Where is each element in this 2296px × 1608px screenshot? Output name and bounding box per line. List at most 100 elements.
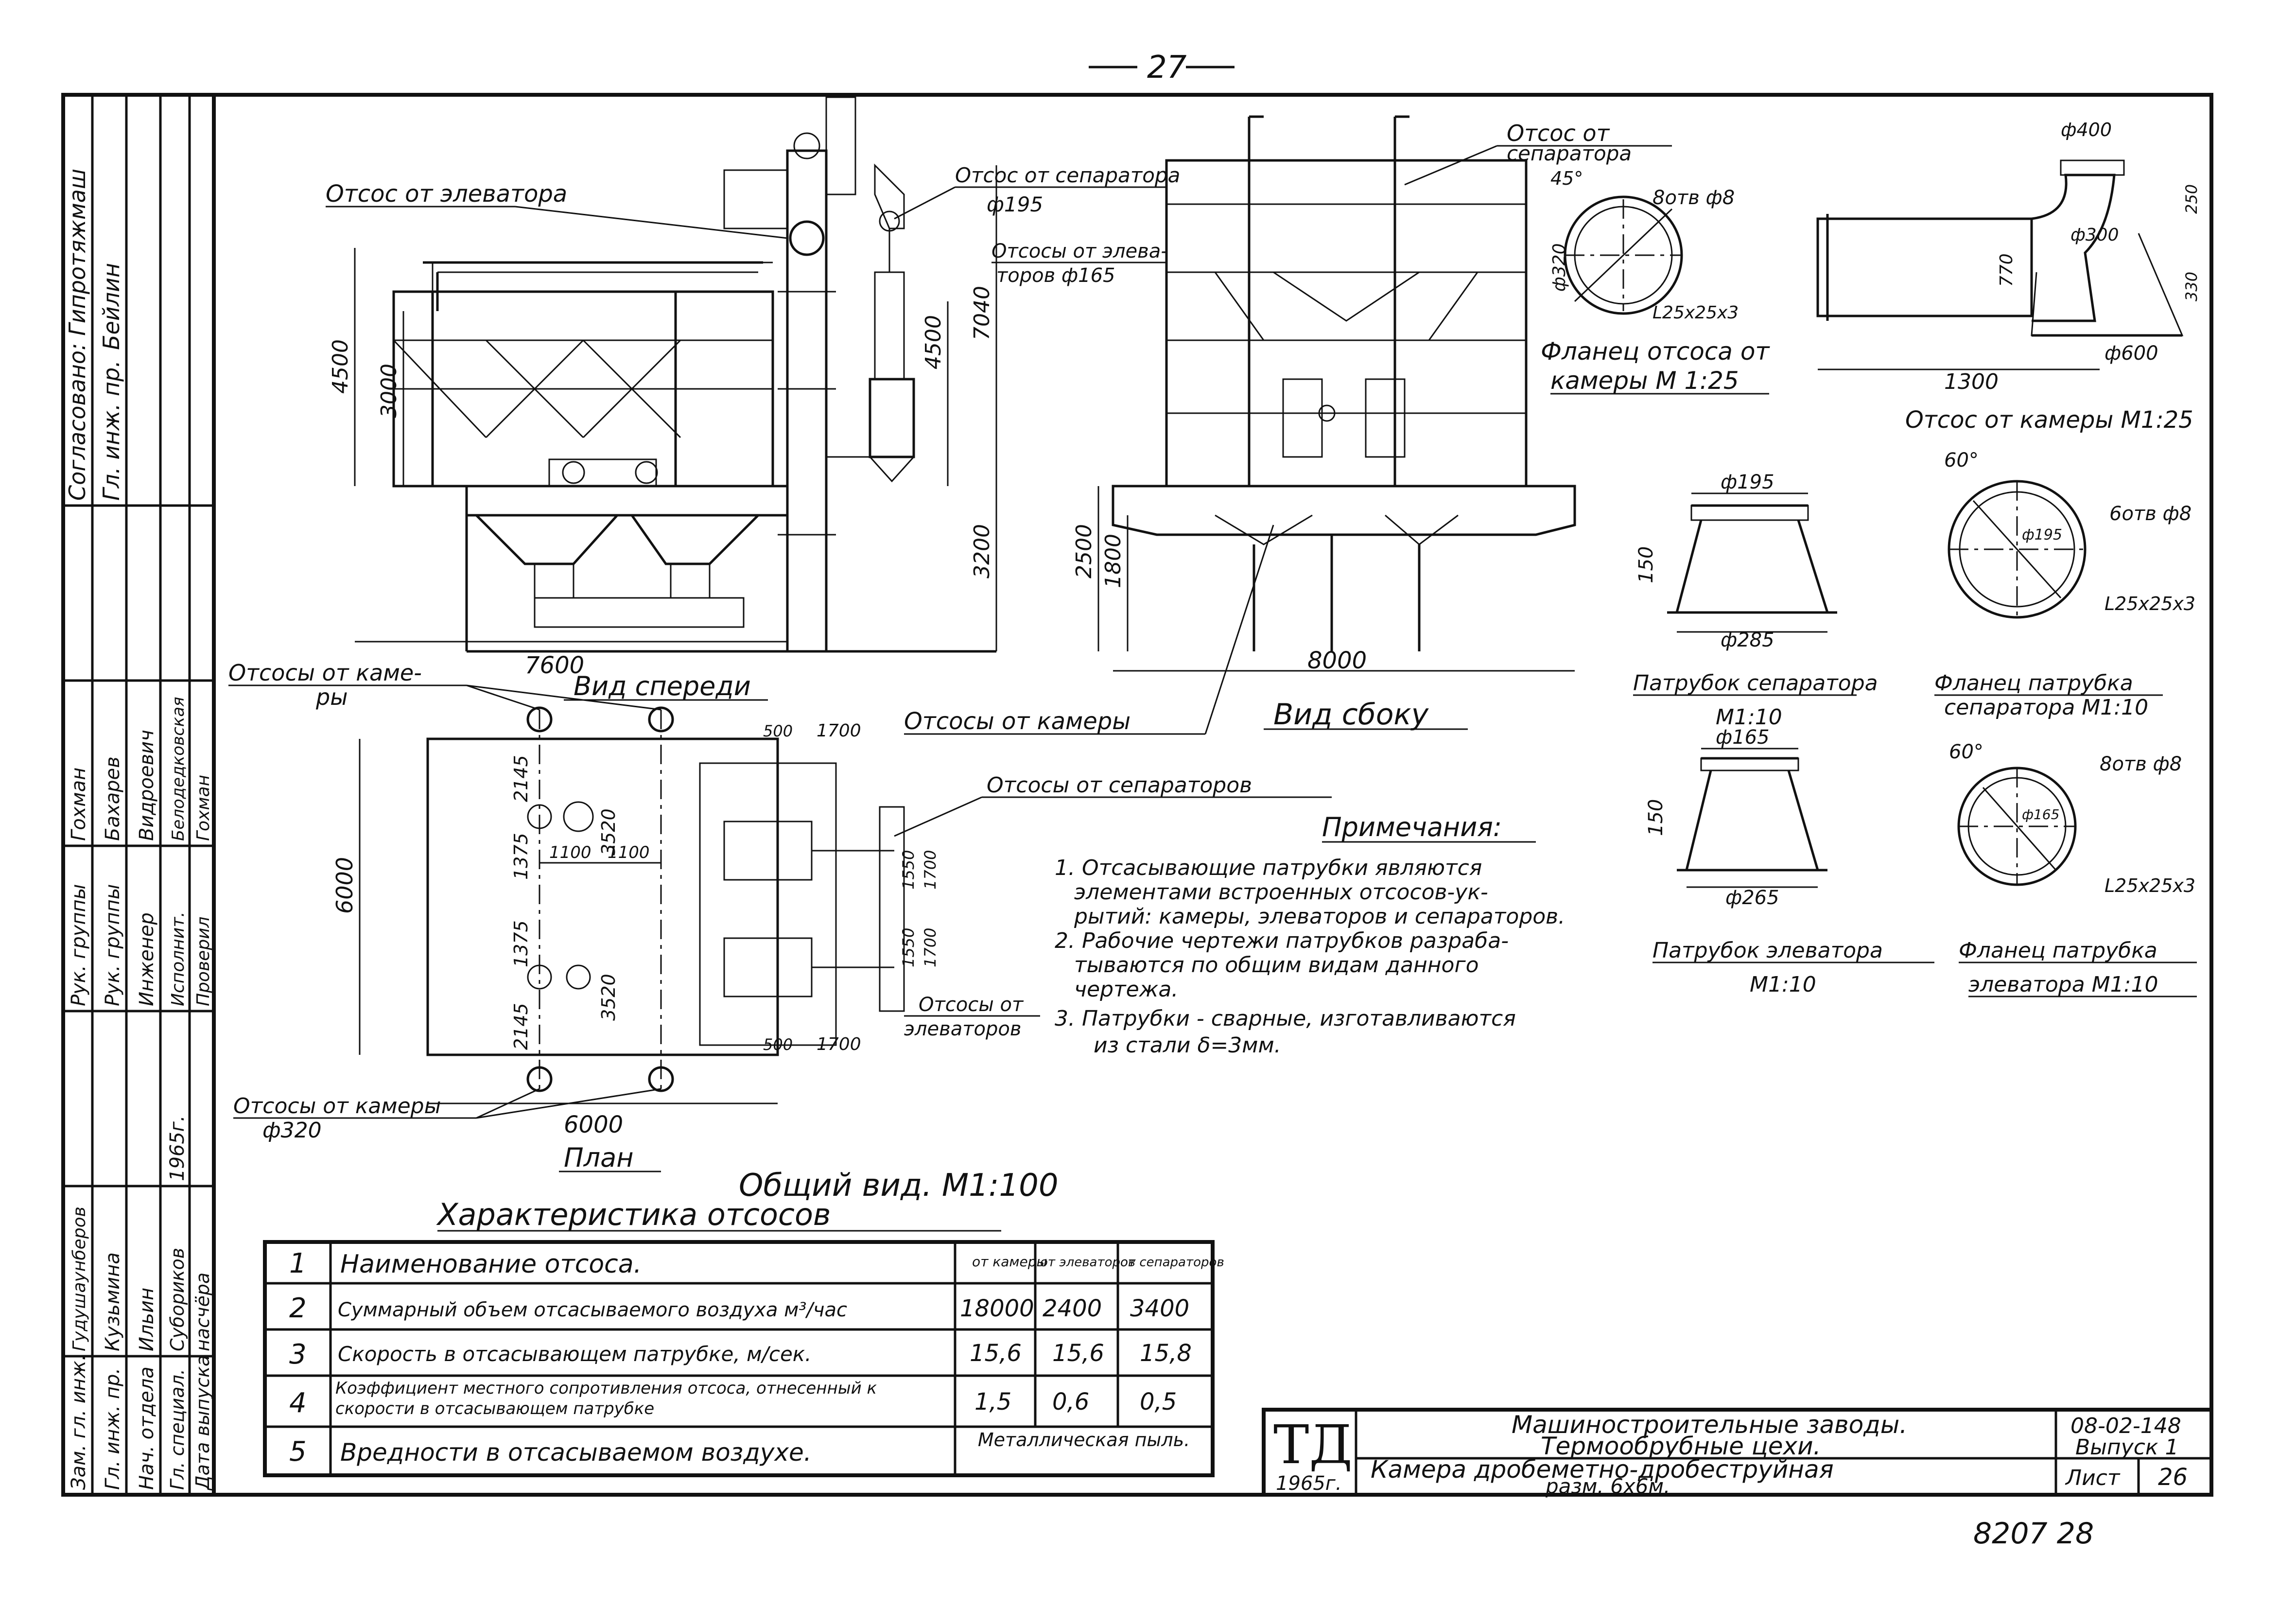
label-elevator-exhausts: Отсосы от элева-: [991, 240, 1168, 262]
page-number: 27: [1147, 50, 1187, 86]
side-chamber-frame: [1165, 159, 1528, 488]
stamp-row-name-1: Гудушаунберов: [70, 1206, 89, 1351]
side-view: Отсос от сепаратора Отсосы от камеры 250…: [904, 115, 1672, 735]
label-elevator-exhausts-2: торов ф165: [996, 264, 1115, 287]
elevator-pipe-title-1: Патрубок элеватора: [1652, 938, 1883, 963]
detail-flange-chamber: 45° 8отв ф8 ф320 L25x25x3 Фланец отсоса …: [1541, 168, 1770, 395]
title-block-org-2: Термообрубные цехи.: [1541, 1432, 1821, 1460]
dim-plan-500-b: 500: [763, 1035, 793, 1054]
elevator-flange-dia: ф165: [2022, 806, 2059, 822]
table-row-1-name: Наименование отсоса.: [340, 1250, 642, 1279]
label-plan-separators: Отсосы от сепараторов: [987, 773, 1252, 798]
dim-side-1800: 1800: [1101, 534, 1126, 588]
dim-plan-6000-h: 6000: [564, 1111, 623, 1138]
note-line-3: рытий: камеры, элеваторов и сепараторов.: [1074, 904, 1565, 929]
dim-plan-2145-b: 2145: [510, 1003, 532, 1050]
stamp-mid-name-4: Белодедковская: [169, 697, 188, 841]
separator-flange-title-2: сепаратора М1:10: [1944, 695, 2148, 720]
stamp-chief-name: Бейлин: [98, 263, 124, 350]
side-stamp: Согласовано: Гипротяжмаш Гл. инж. пр. Бе…: [63, 95, 214, 1496]
label-plan-chamber-top-1: Отсосы от каме-: [228, 660, 422, 686]
dim-front-7040: 7040: [970, 286, 994, 340]
detail-elevator-pipe: ф165 ф265 150 Патрубок элеватора М1:10: [1645, 726, 1934, 997]
label-side-separator-2: сепаратора: [1507, 141, 1632, 165]
table-row-5-name: Вредности в отсасываемом воздухе.: [340, 1438, 812, 1467]
separator-pipe-title-2: М1:10: [1716, 705, 1782, 730]
bottom-number: 8207 28: [1973, 1517, 2094, 1551]
exhaust-characteristics-table: Характеристика отсосов от камеры от элев…: [263, 1197, 1224, 1477]
elevator-pipe-height: 150: [1645, 799, 1667, 836]
stamp-agreed: Согласовано: Гипротяжмаш: [64, 169, 90, 501]
front-view: Отсос от элеватора Отсос от сепаратора ф…: [326, 96, 1180, 701]
stamp-row-role-5: Дата выпуска: [192, 1355, 213, 1491]
label-separator-exhaust: Отсос от сепаратора: [955, 163, 1180, 187]
dim-plan-6000-v: 6000: [331, 857, 358, 914]
table-row-3-v2: 15,6: [1052, 1340, 1104, 1367]
stamp-row-role-2: Гл. инж. пр.: [102, 1368, 124, 1490]
table-row-4-v1: 1,5: [974, 1388, 1011, 1416]
stamp-mid-role-4: Исполнит.: [168, 911, 188, 1006]
flange-chamber-angle: 45°: [1550, 168, 1583, 189]
table-row-3-name: Скорость в отсасывающем патрубке, м/сек.: [338, 1342, 812, 1366]
chamber-exhaust-h1: 250: [2182, 184, 2201, 214]
note-line-4: 2. Рабочие чертежи патрубков разраба-: [1055, 928, 1509, 953]
dim-plan-1375-a: 1375: [510, 833, 532, 880]
table-row-3-v3: 15,8: [1140, 1340, 1192, 1367]
separator-flange-title-1: Фланец патрубка: [1934, 671, 2133, 696]
title-general-view: Общий вид. М1:100: [739, 1168, 1059, 1204]
dim-plan-2145-a: 2145: [510, 755, 532, 802]
stamp-row-role-4: Гл. специал.: [167, 1369, 188, 1490]
chamber-exhaust-mid-dia: ф300: [2070, 225, 2119, 245]
flange-chamber-holes: 8отв ф8: [1652, 187, 1735, 209]
stamp-mid-role-5: Проверил: [193, 916, 213, 1006]
table-row-5-merged: Металлическая пыль.: [977, 1429, 1190, 1451]
title-block-name-2: разм. 6х6м.: [1545, 1474, 1670, 1498]
title-front-view: Вид спереди: [574, 671, 751, 701]
table-row-2-v3: 3400: [1130, 1295, 1189, 1322]
front-elevator-column: [786, 149, 828, 653]
table-row-4-num: 4: [289, 1387, 307, 1419]
table-title: Характеристика отсосов: [436, 1197, 831, 1232]
dim-plan-1100-a: 1100: [549, 843, 591, 862]
table-row-1-num: 1: [289, 1248, 307, 1279]
detail-elevator-flange: 60° 8отв ф8 ф165 L25x25x3 Фланец патрубк…: [1949, 741, 2197, 997]
title-plan: План: [564, 1142, 634, 1173]
title-side-view: Вид сбоку: [1273, 698, 1429, 732]
separator-flange-holes: 6отв ф8: [2109, 503, 2192, 525]
table-header-elevators: от элеваторов: [1040, 1255, 1135, 1270]
title-block: ТД 1965г. Машиностроительные заводы. Тер…: [1262, 1408, 2213, 1498]
dim-side-2500: 2500: [1072, 524, 1096, 578]
table-header-separators: от сепараторов: [1120, 1255, 1224, 1270]
dim-plan-1700-d: 1700: [921, 928, 939, 967]
note-line-7: 3. Патрубки - сварные, изготавливаются: [1055, 1006, 1516, 1031]
separator-flange-angle: 60°: [1944, 449, 1979, 472]
stamp-mid-role-2: Рук. группы: [102, 884, 124, 1006]
separator-pipe-title-1: Патрубок сепаратора: [1633, 671, 1878, 696]
dim-side-8000: 8000: [1307, 647, 1367, 674]
dim-plan-1100-b: 1100: [608, 843, 650, 862]
table-row-4-name: Коэффициент местного сопротивления отсос…: [335, 1379, 877, 1418]
label-plan-elevators-1: Отсосы от: [919, 994, 1024, 1016]
dim-plan-1550-a: 1550: [899, 850, 918, 890]
title-block-sheet-no: 26: [2158, 1464, 2188, 1491]
title-block-org-1: Машиностроительные заводы.: [1512, 1411, 1907, 1439]
stamp-mid-name-1: Гохман: [68, 768, 90, 841]
title-block-name-1: Камера дробеметно-дробеструйная: [1371, 1455, 1834, 1484]
dim-plan-1700-a: 1700: [817, 721, 861, 741]
stamp-row-role-1: Зам. гл. инж.: [68, 1354, 90, 1490]
dim-plan-1550-b: 1550: [899, 928, 918, 967]
flange-chamber-dia: ф320: [1549, 244, 1569, 292]
dim-plan-500-a: 500: [763, 722, 793, 740]
flange-chamber-profile: L25x25x3: [1652, 303, 1739, 323]
notes-title: Примечания:: [1322, 812, 1502, 842]
dim-front-7600: 7600: [525, 652, 584, 679]
detail-separator-pipe: ф195 ф285 150 Патрубок сепаратора М1:10: [1633, 471, 1878, 730]
flange-chamber-title-2: камеры М 1:25: [1550, 367, 1739, 395]
stamp-mid-name-3: Видроевич: [136, 730, 158, 841]
elevator-flange-angle: 60°: [1949, 741, 1983, 763]
elevator-flange-holes: 8отв ф8: [2100, 753, 2182, 775]
table-row-4-v2: 0,6: [1052, 1388, 1089, 1416]
title-block-logo: ТД: [1273, 1414, 1353, 1476]
sheet-frame: [61, 93, 2213, 1497]
